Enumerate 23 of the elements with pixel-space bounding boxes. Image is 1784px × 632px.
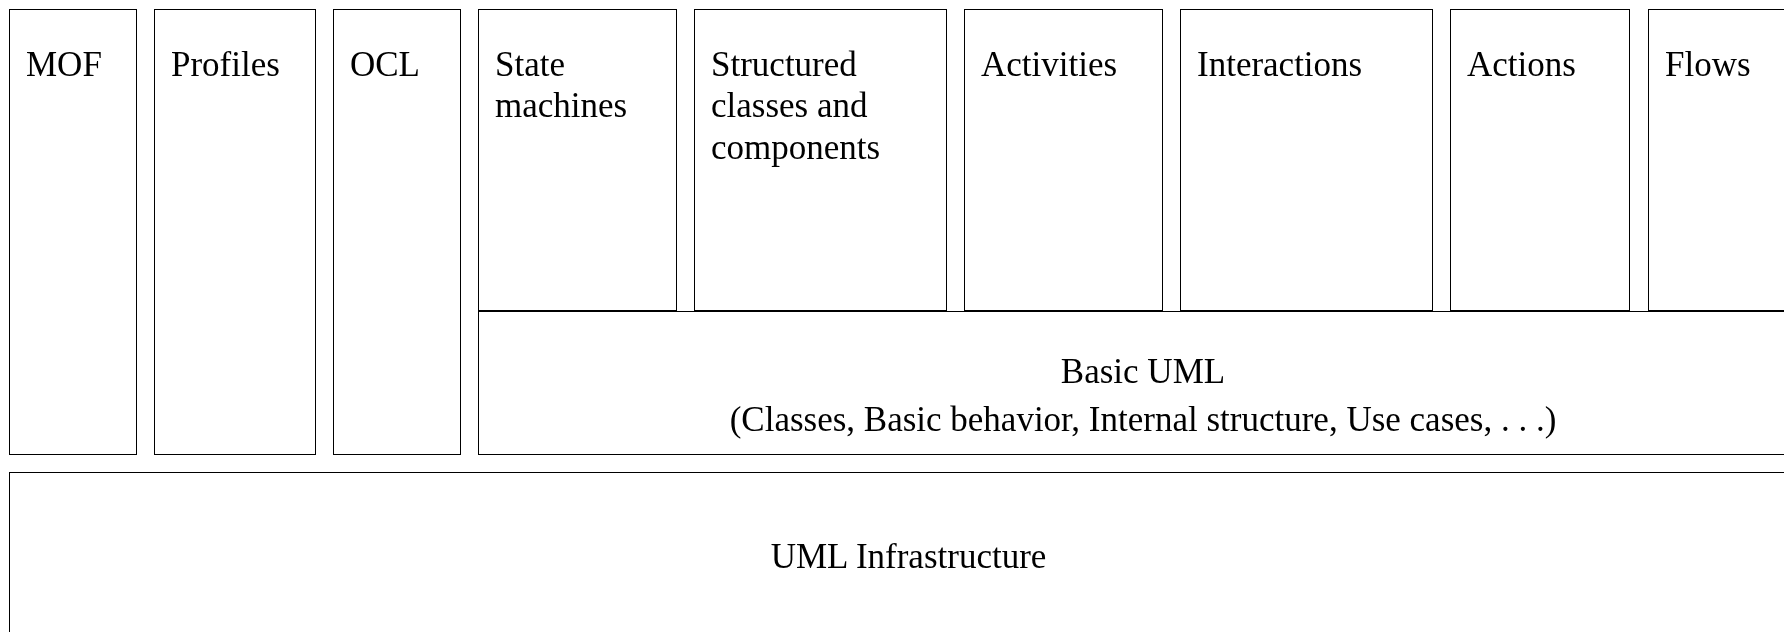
layer-box xyxy=(1450,9,1630,311)
layer-label: UML Infrastructure xyxy=(770,536,1047,578)
layer-label: Interactions xyxy=(1197,44,1364,86)
layer-label: Structured classes and components xyxy=(711,44,882,168)
layer-box xyxy=(478,9,677,311)
layer-box xyxy=(9,472,1784,632)
layer-box xyxy=(964,9,1163,311)
layer-label: State machines xyxy=(495,44,629,127)
layer-label: OCL xyxy=(350,44,421,86)
layer-label: Flows xyxy=(1665,44,1752,86)
layer-box xyxy=(694,9,947,311)
layer-box xyxy=(9,9,137,455)
layer-label: Profiles xyxy=(171,44,281,86)
layer-description: (Classes, Basic behavior, Internal structure, Use cases, . . .) xyxy=(729,398,1557,440)
layer-box xyxy=(154,9,316,455)
layer-box xyxy=(333,9,461,455)
layer-box xyxy=(1648,9,1784,311)
layer-label: Activities xyxy=(981,44,1119,86)
layer-box xyxy=(478,311,1784,455)
layer-label: MOF xyxy=(26,44,103,86)
layer-label: Basic UML xyxy=(1060,351,1226,393)
layer-label: Actions xyxy=(1467,44,1577,86)
layer-box xyxy=(1180,9,1433,311)
